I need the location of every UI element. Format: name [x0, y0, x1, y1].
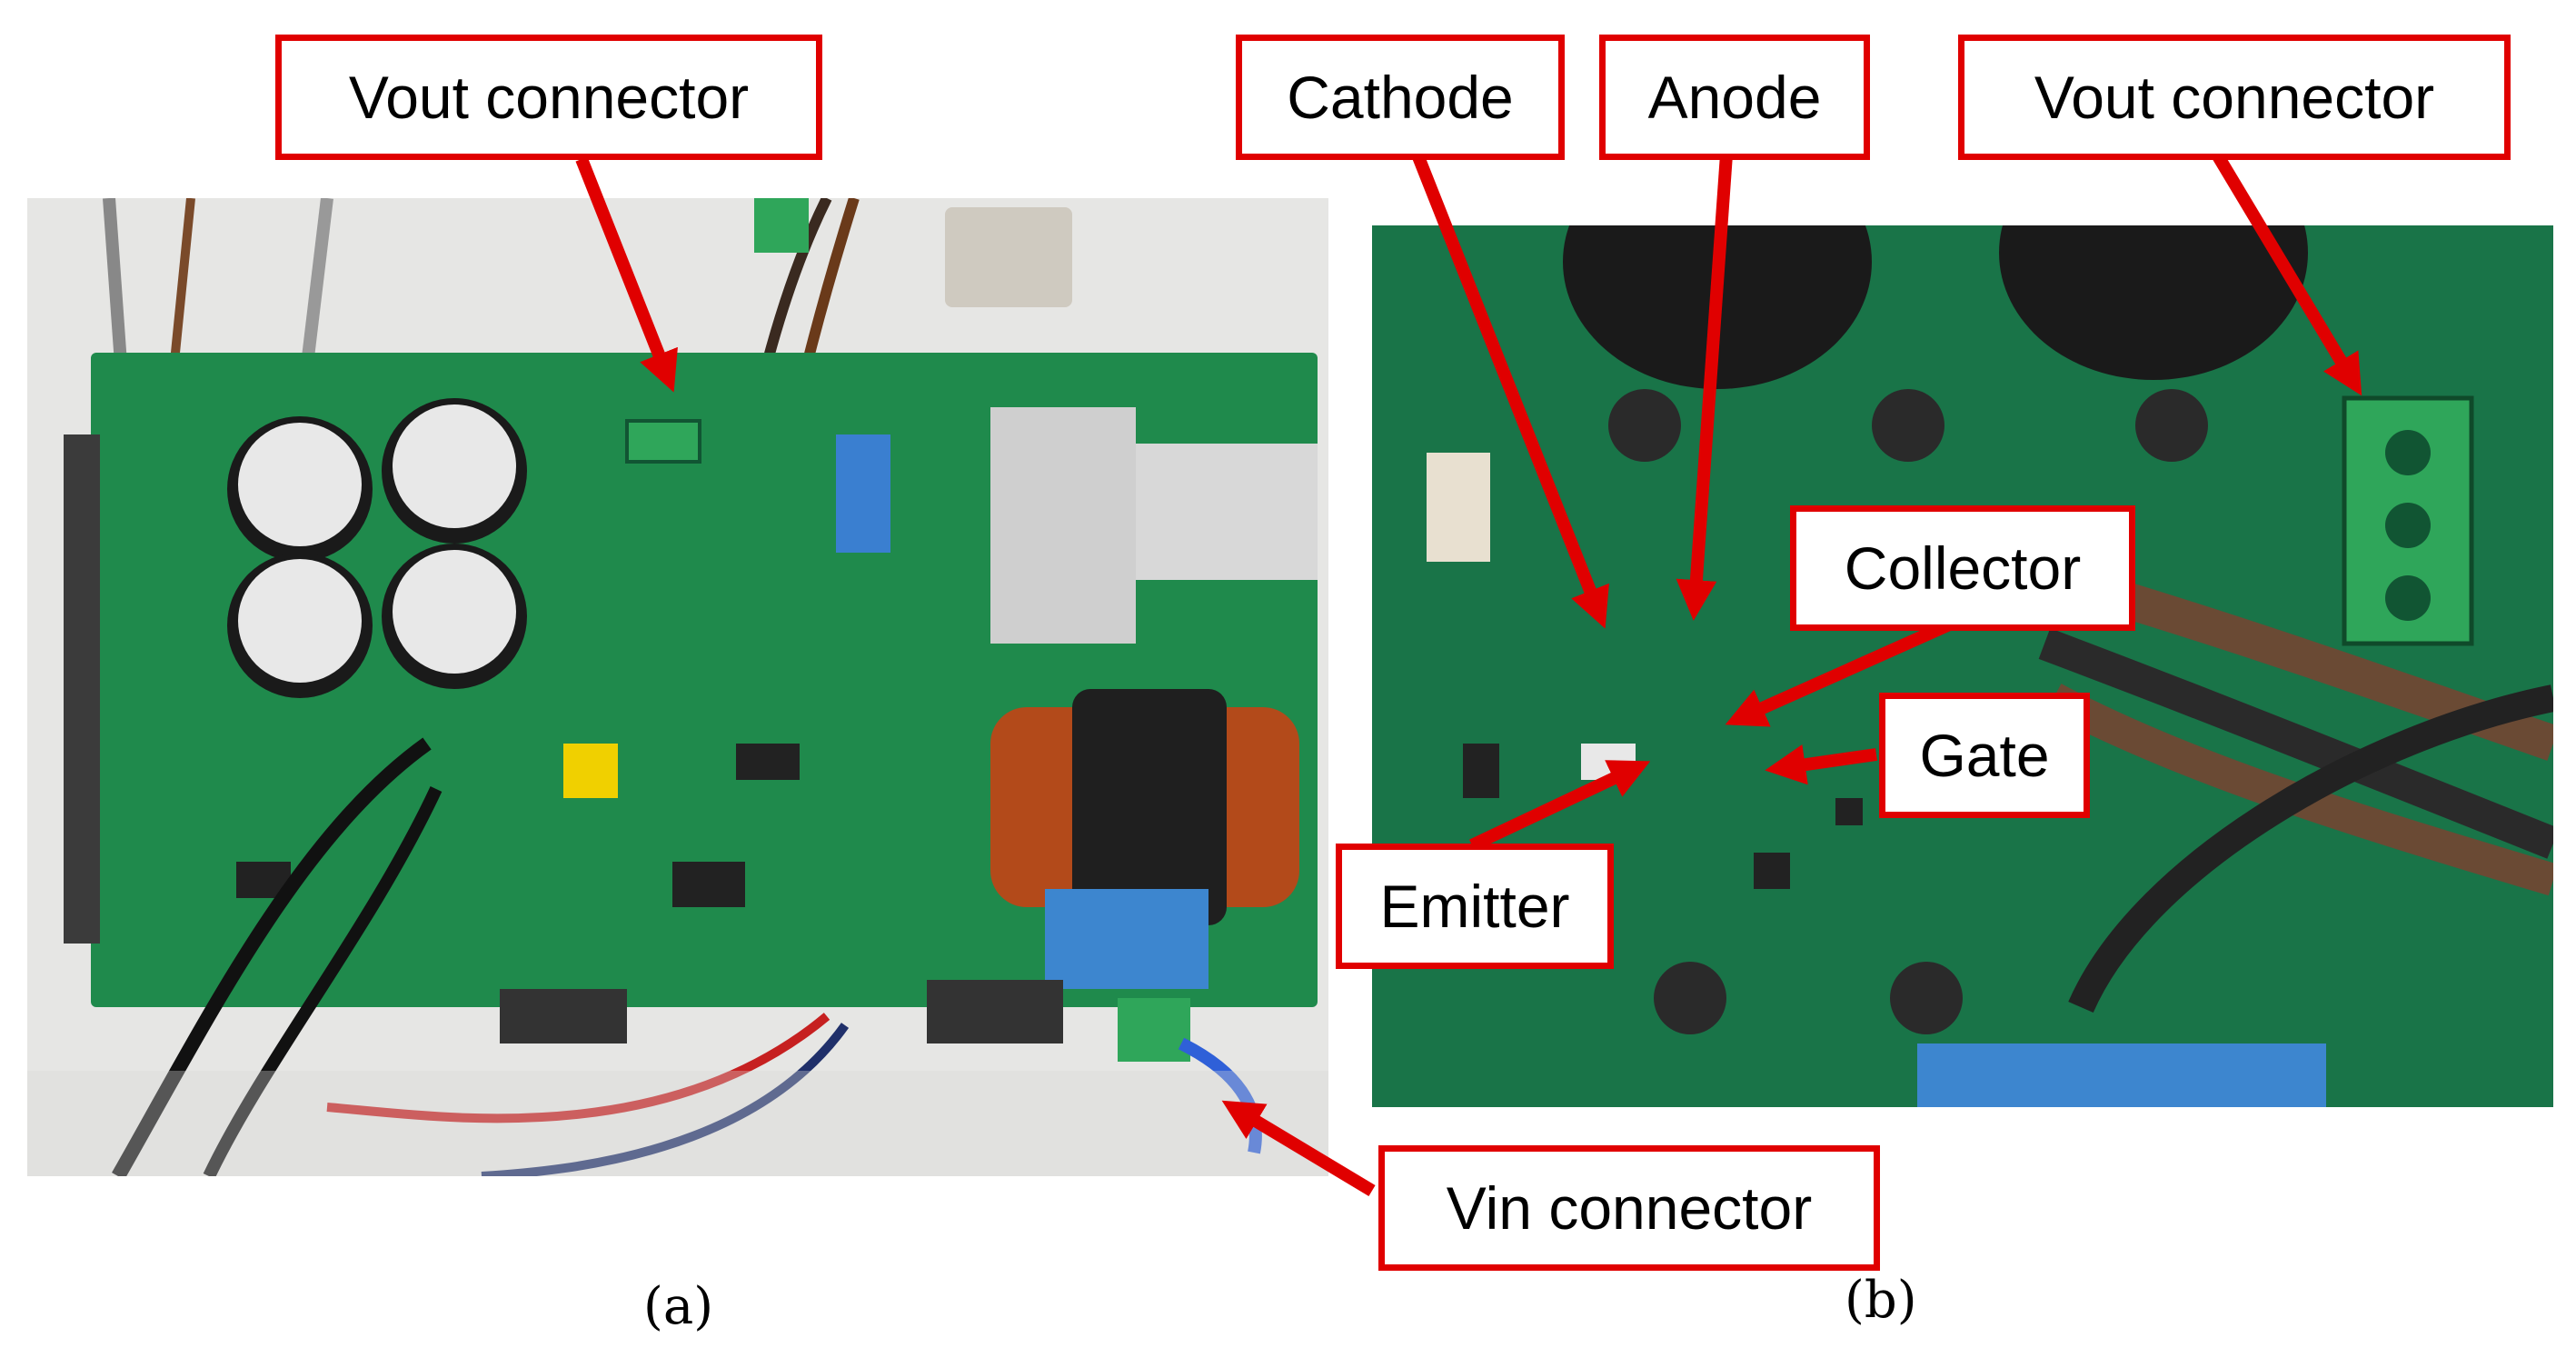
label-anode: Anode: [1599, 35, 1870, 160]
caption-b: (b): [1845, 1271, 1917, 1330]
power-board-illustration: [27, 198, 1328, 1176]
caption-a: (a): [643, 1277, 714, 1336]
closeup-illustration: [1372, 225, 2553, 1107]
board-closeup-photo: [1372, 225, 2553, 1107]
label-cathode: Cathode: [1236, 35, 1565, 160]
label-vout-connector-a: Vout connector: [275, 35, 822, 160]
power-board-photo: [27, 198, 1328, 1176]
label-gate: Gate: [1879, 693, 2090, 818]
label-vout-connector-b: Vout connector: [1958, 35, 2511, 160]
label-collector: Collector: [1790, 505, 2135, 631]
label-vin-connector: Vin connector: [1378, 1145, 1880, 1271]
label-emitter: Emitter: [1336, 844, 1614, 969]
